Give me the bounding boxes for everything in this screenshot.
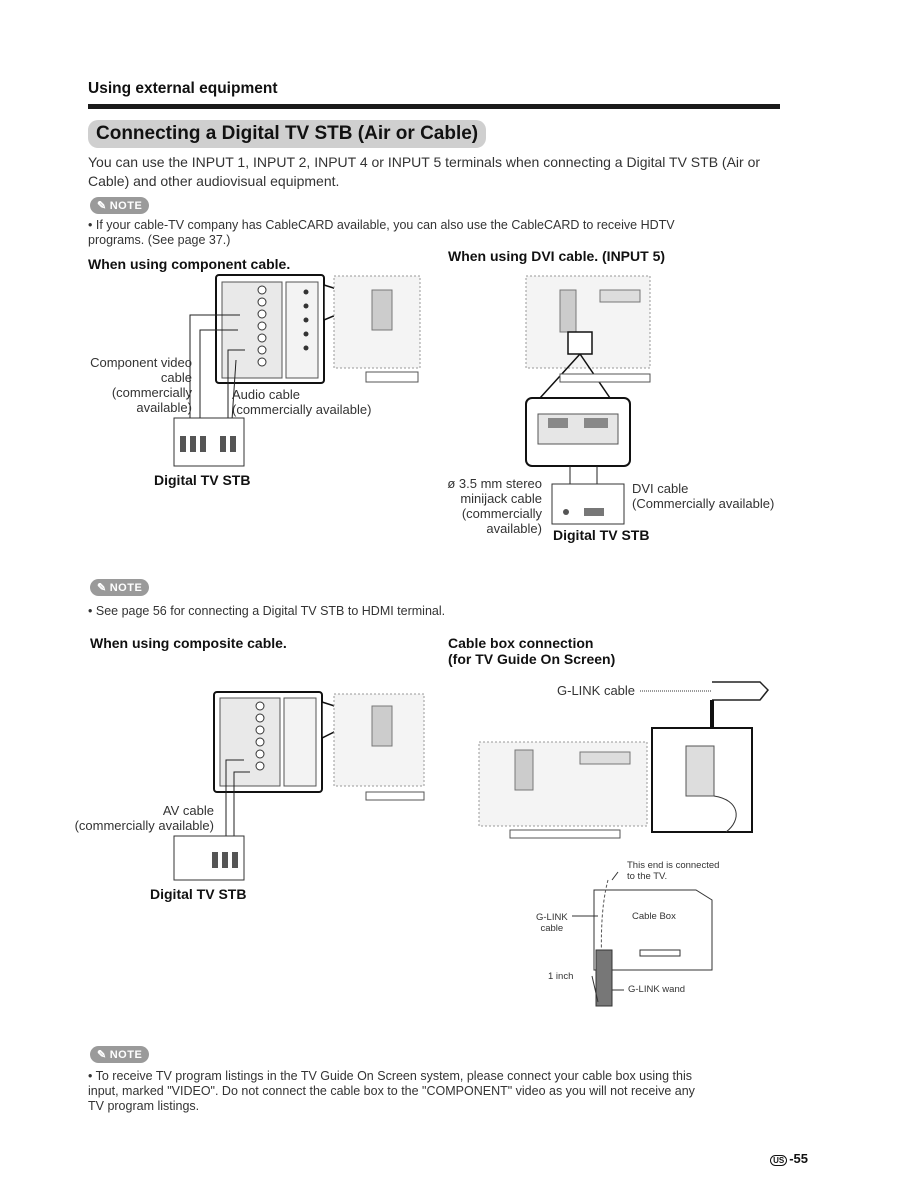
audio-cable-label: Audio cable (commercially available) (232, 387, 372, 417)
dvi-stb-label: Digital TV STB (553, 527, 650, 543)
av-cable-label: AV cable (commercially available) (74, 803, 214, 833)
component-stb-label: Digital TV STB (154, 472, 251, 488)
pencil-icon: ✎ (97, 1049, 107, 1061)
glink-cable2-label: G-LINK cable (536, 912, 568, 934)
glink-cable-label: G-LINK cable (557, 683, 636, 698)
intro-text: You can use the INPUT 1, INPUT 2, INPUT … (88, 154, 761, 189)
composite-stb-label: Digital TV STB (150, 886, 247, 902)
component-video-cable-label: Component video cable (commercially avai… (90, 355, 192, 415)
minijack-cable-label: ø 3.5 mm stereo minijack cable (commerci… (447, 476, 542, 536)
end-connected-label: This end is connected to the TV. (627, 860, 720, 882)
note-badge-2: ✎NOTE (90, 579, 150, 596)
note-2-text: • See page 56 for connecting a Digital T… (88, 604, 446, 618)
note-3-body: To receive TV program listings in the TV… (88, 1069, 695, 1113)
cablebox-title: Cable box connection (for TV Guide On Sc… (448, 635, 616, 667)
section-header: Using external equipment (88, 80, 278, 97)
page-title: Connecting a Digital TV STB (Air or Cabl… (88, 120, 487, 148)
pencil-icon: ✎ (97, 200, 107, 212)
note-3-text: • To receive TV program listings in the … (88, 1069, 695, 1113)
pencil-icon: ✎ (97, 582, 107, 594)
note-2-body: See page 56 for connecting a Digital TV … (95, 604, 446, 618)
glink-wand-label: G-LINK wand (628, 984, 686, 995)
note-badge-1: ✎NOTE (90, 197, 150, 214)
header-rule (88, 104, 780, 109)
note-badge-3: ✎NOTE (90, 1046, 150, 1063)
page-number: US-55 (770, 1151, 808, 1166)
cable-box-label: Cable Box (632, 911, 676, 922)
composite-title: When using composite cable. (90, 635, 287, 651)
dvi-title: When using DVI cable. (INPUT 5) (448, 248, 666, 264)
dvi-cable-label: DVI cable (Commercially available) (632, 481, 775, 511)
inch-label: 1 inch (548, 971, 574, 982)
note-1-body: If your cable-TV company has CableCARD a… (88, 218, 675, 247)
component-title: When using component cable. (88, 256, 291, 272)
note-1-text: • If your cable-TV company has CableCARD… (88, 218, 675, 247)
